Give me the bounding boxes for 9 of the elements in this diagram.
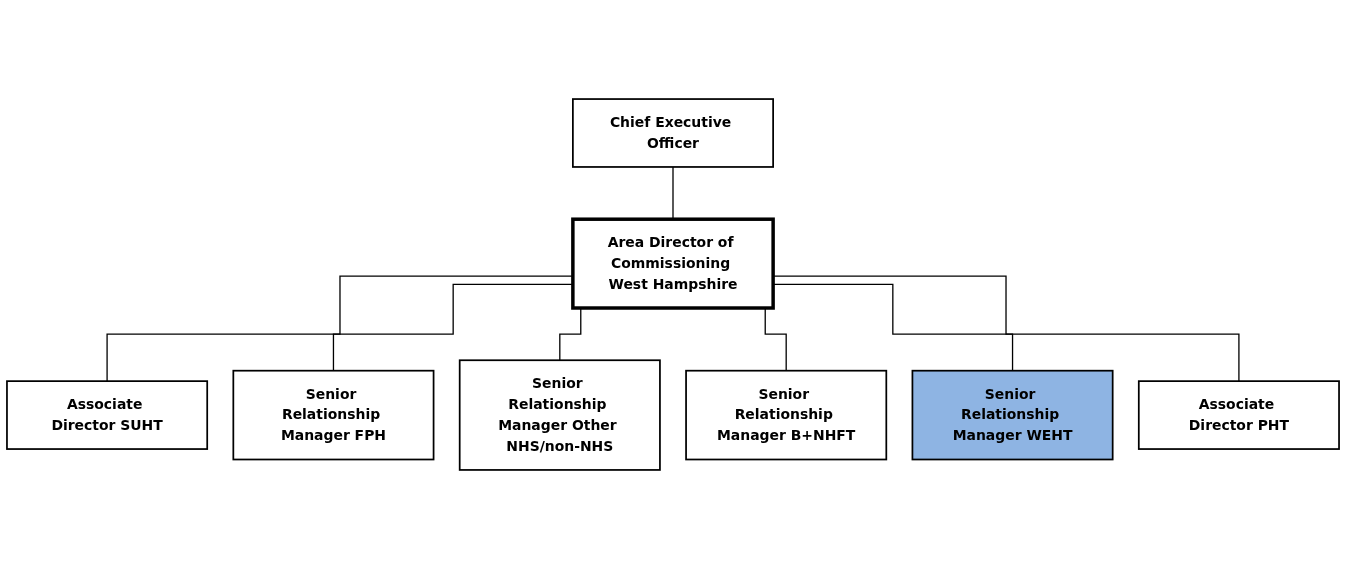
- node-box: Senior Relationship Manager B+NHFT: [685, 369, 888, 461]
- node-box: Senior Relationship Manager Other NHS/non-NHS: [458, 359, 661, 471]
- node-box: Chief Executive Officer: [572, 98, 774, 168]
- node-box: Senior Relationship Manager WEHT: [911, 369, 1114, 461]
- node-box: Associate Director PHT: [1137, 380, 1340, 450]
- node-box: Senior Relationship Manager FPH: [232, 369, 435, 461]
- node-box: Associate Director SUHT: [6, 380, 209, 450]
- connector: [672, 166, 674, 220]
- node-box: Area Director of Commissioning West Hampshire: [571, 217, 775, 310]
